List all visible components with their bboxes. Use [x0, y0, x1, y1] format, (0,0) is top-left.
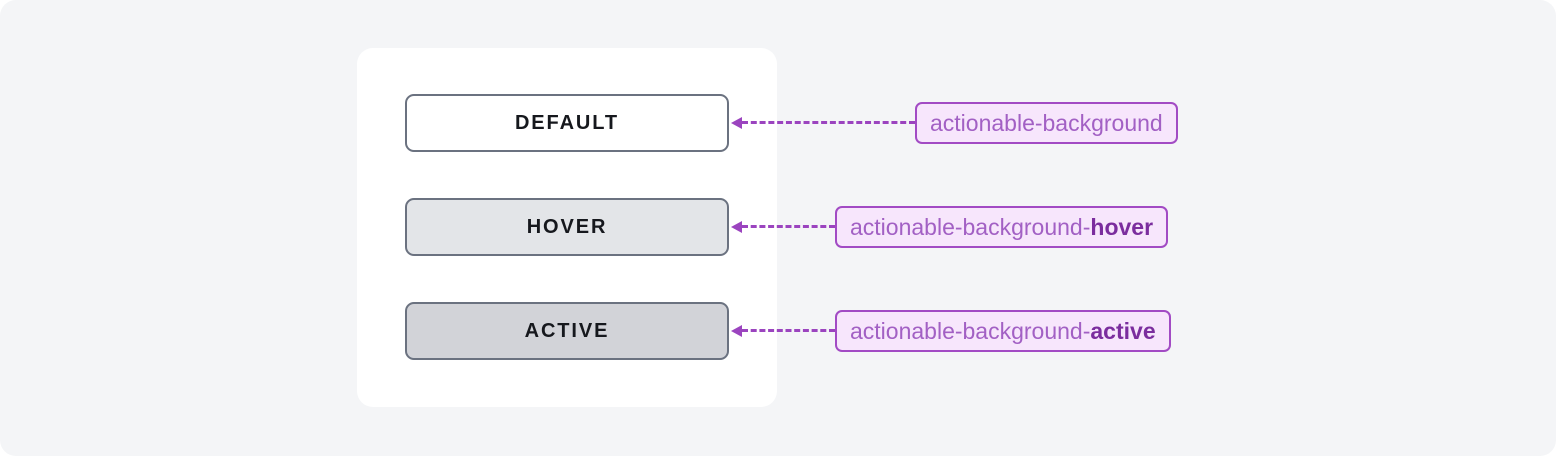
connector-active [731, 324, 835, 338]
token-row-hover: HOVER [0, 198, 1556, 258]
button-state-hover-label: HOVER [526, 216, 608, 238]
token-chip-hover-suffix: hover [1090, 213, 1154, 240]
token-chip-hover: actionable-background- hover [835, 206, 1169, 248]
connector-default [731, 116, 915, 130]
token-chip-default-base: actionable-background [930, 109, 1163, 136]
button-state-default[interactable]: DEFAULT [405, 94, 729, 152]
token-row-active: ACTIVE [0, 302, 1556, 362]
dashed-line [742, 329, 835, 332]
token-row-default: DEFAULT [0, 94, 1556, 154]
token-chip-default: actionable-background [915, 102, 1178, 144]
token-chip-active-suffix: active [1090, 317, 1156, 344]
connector-hover [731, 220, 835, 234]
arrow-left-icon [731, 117, 742, 129]
button-state-default-label: DEFAULT [514, 112, 620, 134]
token-chip-hover-base: actionable-background- [850, 213, 1091, 240]
dashed-line [742, 121, 915, 124]
button-state-hover[interactable]: HOVER [405, 198, 729, 256]
token-chip-active-base: actionable-background- [850, 317, 1091, 344]
arrow-left-icon [731, 325, 742, 337]
dashed-line [742, 225, 835, 228]
button-state-active[interactable]: ACTIVE [405, 302, 729, 360]
arrow-left-icon [731, 221, 742, 233]
button-state-active-label: ACTIVE [524, 320, 610, 342]
token-chip-active: actionable-background- active [835, 310, 1171, 352]
